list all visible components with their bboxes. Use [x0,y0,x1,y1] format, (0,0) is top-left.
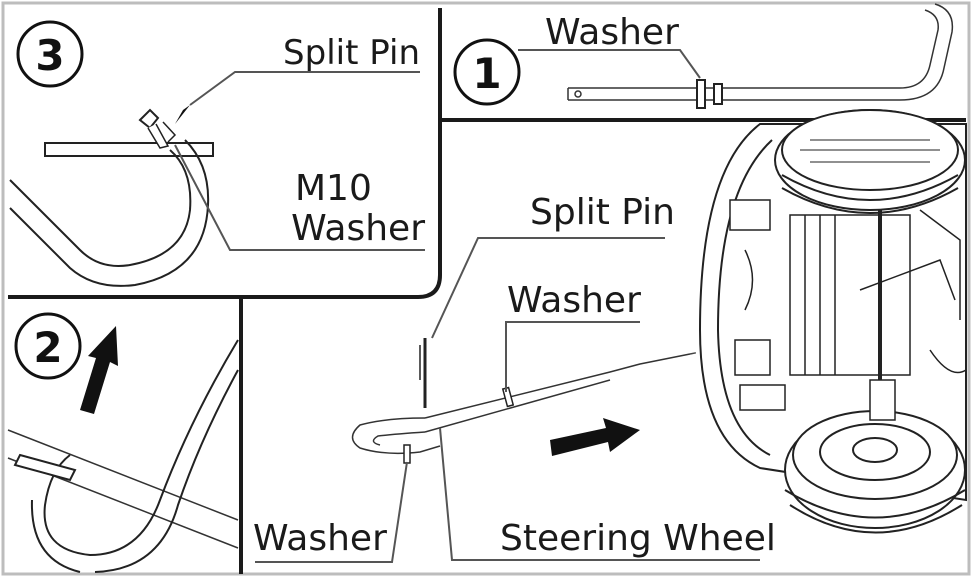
washer-part-step1 [696,79,723,109]
car-chassis-illustration [698,109,967,534]
label-m10-line1: M10 [295,168,372,209]
bottom-wheel [784,410,966,534]
label-split-pin-3: Split Pin [283,33,420,73]
panel-main: Split Pin Washer Washer Steering Wheel [253,109,967,563]
panel-step-1: 1 Washer [453,3,954,109]
main-steering-rod [424,353,691,419]
steering-rod-step1 [568,9,939,89]
label-m10-line2: Washer [291,208,425,249]
washer-leader-step1 [518,49,701,79]
label-steering-wheel: Steering Wheel [500,518,776,559]
label-washer-1: Washer [545,12,679,53]
step-3-badge: 3 [16,20,84,88]
split-pin-leader-main [431,237,665,339]
step-1-badge: 1 [453,38,521,106]
step-2-badge: 2 [14,312,82,380]
washer-leader [174,144,425,251]
washer-part-main-bottom [403,444,411,464]
axle-rod [44,142,214,157]
label-washer-main-bottom: Washer [253,518,387,559]
label-split-pin-main: Split Pin [530,192,675,233]
split-pin-leader [189,71,420,106]
arrow-right-icon [550,418,640,456]
split-pin-part [138,108,177,149]
top-wheel [774,109,966,214]
washer-part-main-top [501,386,515,408]
step-1-number: 1 [472,49,501,98]
steering-tube [9,149,192,267]
steering-rod-step2 [7,429,239,521]
panel-step-2: 2 [7,312,239,573]
step-2-number: 2 [33,323,62,372]
step-3-number: 3 [35,31,64,80]
label-washer-main-top: Washer [507,280,641,321]
washer-leader-main-bottom [255,461,408,563]
steering-wheel-leader [439,427,760,561]
arrow-up-icon [80,326,118,414]
washer-leader-main-top [505,321,640,392]
panel-step-3: 3 Split Pin M10 Washer [9,20,425,287]
chassis-frame [729,199,967,421]
